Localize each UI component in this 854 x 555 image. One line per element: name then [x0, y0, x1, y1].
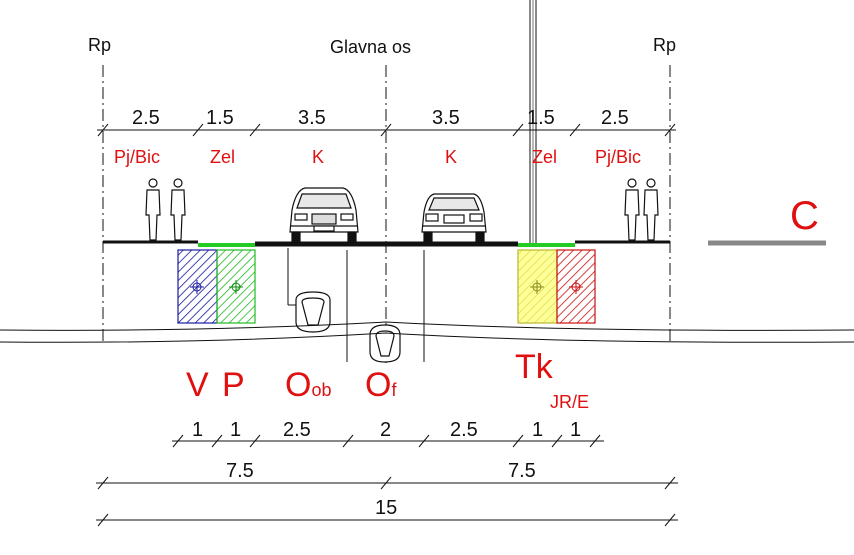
zone-label-lane-left: K — [312, 147, 324, 167]
dim-top-1: 2.5 — [132, 107, 160, 129]
dim-half-left: 7.5 — [226, 460, 254, 482]
rp-left-label: Rp — [88, 35, 111, 55]
zone-label-sidewalk-left: Pj/Bic — [114, 147, 160, 167]
utility-label-jre: JR/E — [550, 392, 589, 412]
reference-lines — [102, 65, 671, 365]
zone-label-green-left: Zel — [210, 147, 235, 167]
road-surface — [103, 240, 670, 247]
dim-bottom-3: 2.5 — [283, 419, 311, 441]
lamp-pole — [529, 0, 537, 245]
zone-label-lane-right: K — [445, 147, 457, 167]
oob-main-text: O — [285, 366, 311, 404]
bottom-dimension-line — [172, 434, 604, 448]
dim-bottom-4: 2 — [380, 419, 391, 441]
dim-half-right: 7.5 — [508, 460, 536, 482]
storm-drain-pipe — [287, 248, 331, 333]
terrain-lines — [0, 321, 854, 343]
dim-bottom-6: 1 — [532, 419, 543, 441]
of-sub-text: f — [391, 380, 397, 400]
utility-label-p: P — [222, 366, 245, 404]
utility-label-oob: Oob — [285, 366, 331, 404]
dim-bottom-5: 2.5 — [450, 419, 478, 441]
main-axis-label: Glavna os — [330, 37, 411, 57]
utility-irrigation-block — [216, 249, 256, 324]
trench-lines — [346, 250, 425, 362]
dim-top-5: 1.5 — [527, 107, 555, 129]
oob-sub-text: ob — [311, 380, 331, 400]
utility-electric-block — [556, 249, 596, 324]
dim-bottom-7: 1 — [570, 419, 581, 441]
car-left — [289, 187, 359, 243]
dim-top-4: 3.5 — [432, 107, 460, 129]
utility-water-block — [177, 249, 218, 324]
utility-label-tk: Tk — [515, 348, 554, 386]
total-width-dimension-line — [96, 513, 678, 527]
utility-label-v: V — [186, 366, 209, 404]
sewer-pipe — [369, 324, 401, 363]
of-main-text: O — [365, 366, 391, 404]
car-right — [421, 193, 487, 242]
utility-telecom-block — [517, 249, 558, 324]
dim-total: 15 — [375, 497, 397, 519]
half-width-dimension-line — [96, 476, 678, 490]
dim-top-6: 2.5 — [601, 107, 629, 129]
pedestrians-left — [145, 178, 186, 241]
top-dimension-line — [97, 123, 676, 137]
section-code-label: C — [790, 194, 819, 238]
zone-label-green-right: Zel — [532, 147, 557, 167]
dim-top-3: 3.5 — [298, 107, 326, 129]
utility-label-of: Of — [365, 366, 397, 404]
pedestrians-right — [624, 178, 659, 241]
dim-bottom-1: 1 — [192, 419, 203, 441]
zone-label-sidewalk-right: Pj/Bic — [595, 147, 641, 167]
dim-top-2: 1.5 — [206, 107, 234, 129]
rp-right-label: Rp — [653, 35, 676, 55]
dim-bottom-2: 1 — [230, 419, 241, 441]
